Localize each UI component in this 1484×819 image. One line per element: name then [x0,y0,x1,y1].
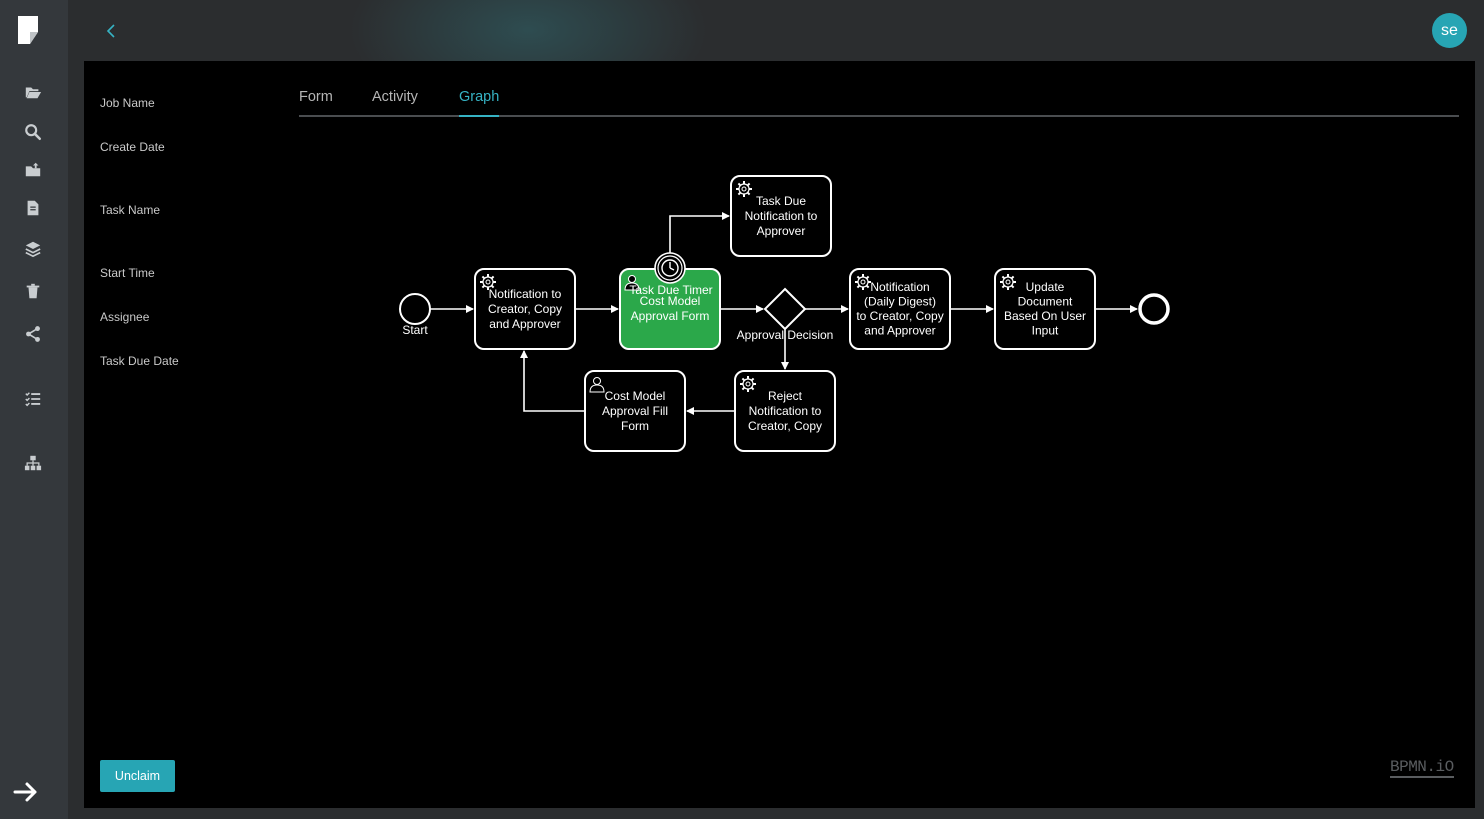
task-panel: Job Name Create Date Task Name Start Tim… [84,61,1475,808]
arrow-right-icon[interactable] [12,778,40,806]
app-logo[interactable] [16,14,40,46]
start-time-label: Start Time [100,266,155,280]
topbar-glow [348,0,708,61]
timer-label: Task Due Timer [629,283,712,297]
user-avatar[interactable]: se [1432,13,1467,48]
chevron-left-icon[interactable] [102,20,122,42]
timer-boundary-event[interactable] [654,252,686,284]
folder-upload-icon[interactable] [22,159,44,181]
sitemap-icon[interactable] [22,452,44,474]
create-date-label: Create Date [100,140,165,154]
layers-icon[interactable] [22,238,44,260]
bpmn-io-watermark[interactable]: BPMN.iO [1390,758,1454,778]
document-icon[interactable] [22,197,44,219]
gateway-label: Approval Decision [737,328,834,342]
flow-fill-to-notify [520,350,585,412]
tab-activity[interactable]: Activity [372,89,418,105]
task-name-label: Task Name [100,203,161,217]
sidebar [0,0,68,819]
topbar: se [68,0,1484,61]
unclaim-button[interactable]: Unclaim [100,760,175,792]
task-due-date-label: Task Due Date [100,354,179,368]
checklist-icon[interactable] [22,388,44,410]
job-name-label: Job Name [100,96,155,110]
end-event [1138,293,1170,325]
flow-timer-to-due-notification [669,212,730,253]
tab-graph[interactable]: Graph [459,89,500,117]
folder-open-icon[interactable] [22,81,44,103]
share-icon[interactable] [22,323,44,345]
trash-icon[interactable] [22,280,44,302]
task-daily-digest[interactable]: Notification(Daily Digest)to Creator, Co… [849,268,951,350]
approval-gateway [763,287,807,331]
assignee-label: Assignee [100,310,150,324]
start-event-label: Start [402,323,428,337]
start-event [399,293,431,325]
tab-form[interactable]: Form [299,89,333,105]
tab-bar: Form Activity Graph [299,89,1459,117]
svg-text:Notification(Daily Digest)to C: Notification(Daily Digest)to Creator, Co… [856,280,943,338]
search-icon[interactable] [22,121,44,143]
